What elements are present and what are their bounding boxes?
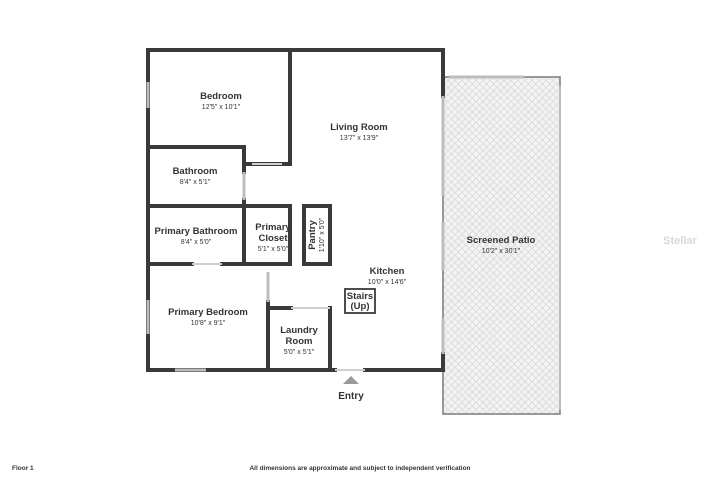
primary-closet-name-line1: Primary <box>255 222 291 233</box>
laundry-room-name-line1: Laundry <box>280 325 318 336</box>
bathroom-name: Bathroom <box>173 166 218 177</box>
primary-closet-name-line2: Closet <box>258 233 288 244</box>
stairs-label-line1: Stairs <box>347 291 373 302</box>
bedroom-name: Bedroom <box>200 91 242 102</box>
screened-patio-name: Screened Patio <box>467 235 536 246</box>
living-room-name: Living Room <box>330 122 388 133</box>
disclaimer-text: All dimensions are approximate and subje… <box>249 465 470 472</box>
windows <box>146 82 445 372</box>
floor-label: Floor 1 <box>12 465 34 472</box>
pantry-dims: 1'10" x 5'0" <box>319 217 326 252</box>
primary-bathroom-name: Primary Bathroom <box>155 226 238 237</box>
pantry-name: Pantry <box>307 220 318 250</box>
primary-closet-dims: 5'1" x 5'0" <box>258 246 289 253</box>
laundry-room-name-line2: Room <box>286 336 313 347</box>
kitchen-dims: 10'0" x 14'6" <box>368 279 407 286</box>
primary-bedroom-name: Primary Bedroom <box>168 307 248 318</box>
walls <box>146 48 445 372</box>
kitchen-name: Kitchen <box>370 266 405 277</box>
screened-patio-area <box>442 75 561 415</box>
bathroom-dims: 8'4" x 5'1" <box>180 179 211 186</box>
primary-bedroom-dims: 10'8" x 9'1" <box>191 320 226 327</box>
door-thresholds <box>192 163 365 371</box>
stairs-label-line2: (Up) <box>351 301 370 312</box>
laundry-room-dims: 5'0" x 5'1" <box>284 349 315 356</box>
entry-label: Entry <box>338 391 364 402</box>
bedroom-dims: 12'5" x 10'1" <box>202 104 241 111</box>
primary-bathroom-dims: 8'4" x 5'0" <box>181 239 212 246</box>
watermark-logo: Stellar <box>663 235 697 247</box>
screened-patio-dims: 10'2" x 30'1" <box>482 248 521 255</box>
stairs-box <box>344 288 376 314</box>
entry-arrow-icon <box>343 376 359 384</box>
living-room-dims: 13'7" x 13'9" <box>340 135 379 142</box>
